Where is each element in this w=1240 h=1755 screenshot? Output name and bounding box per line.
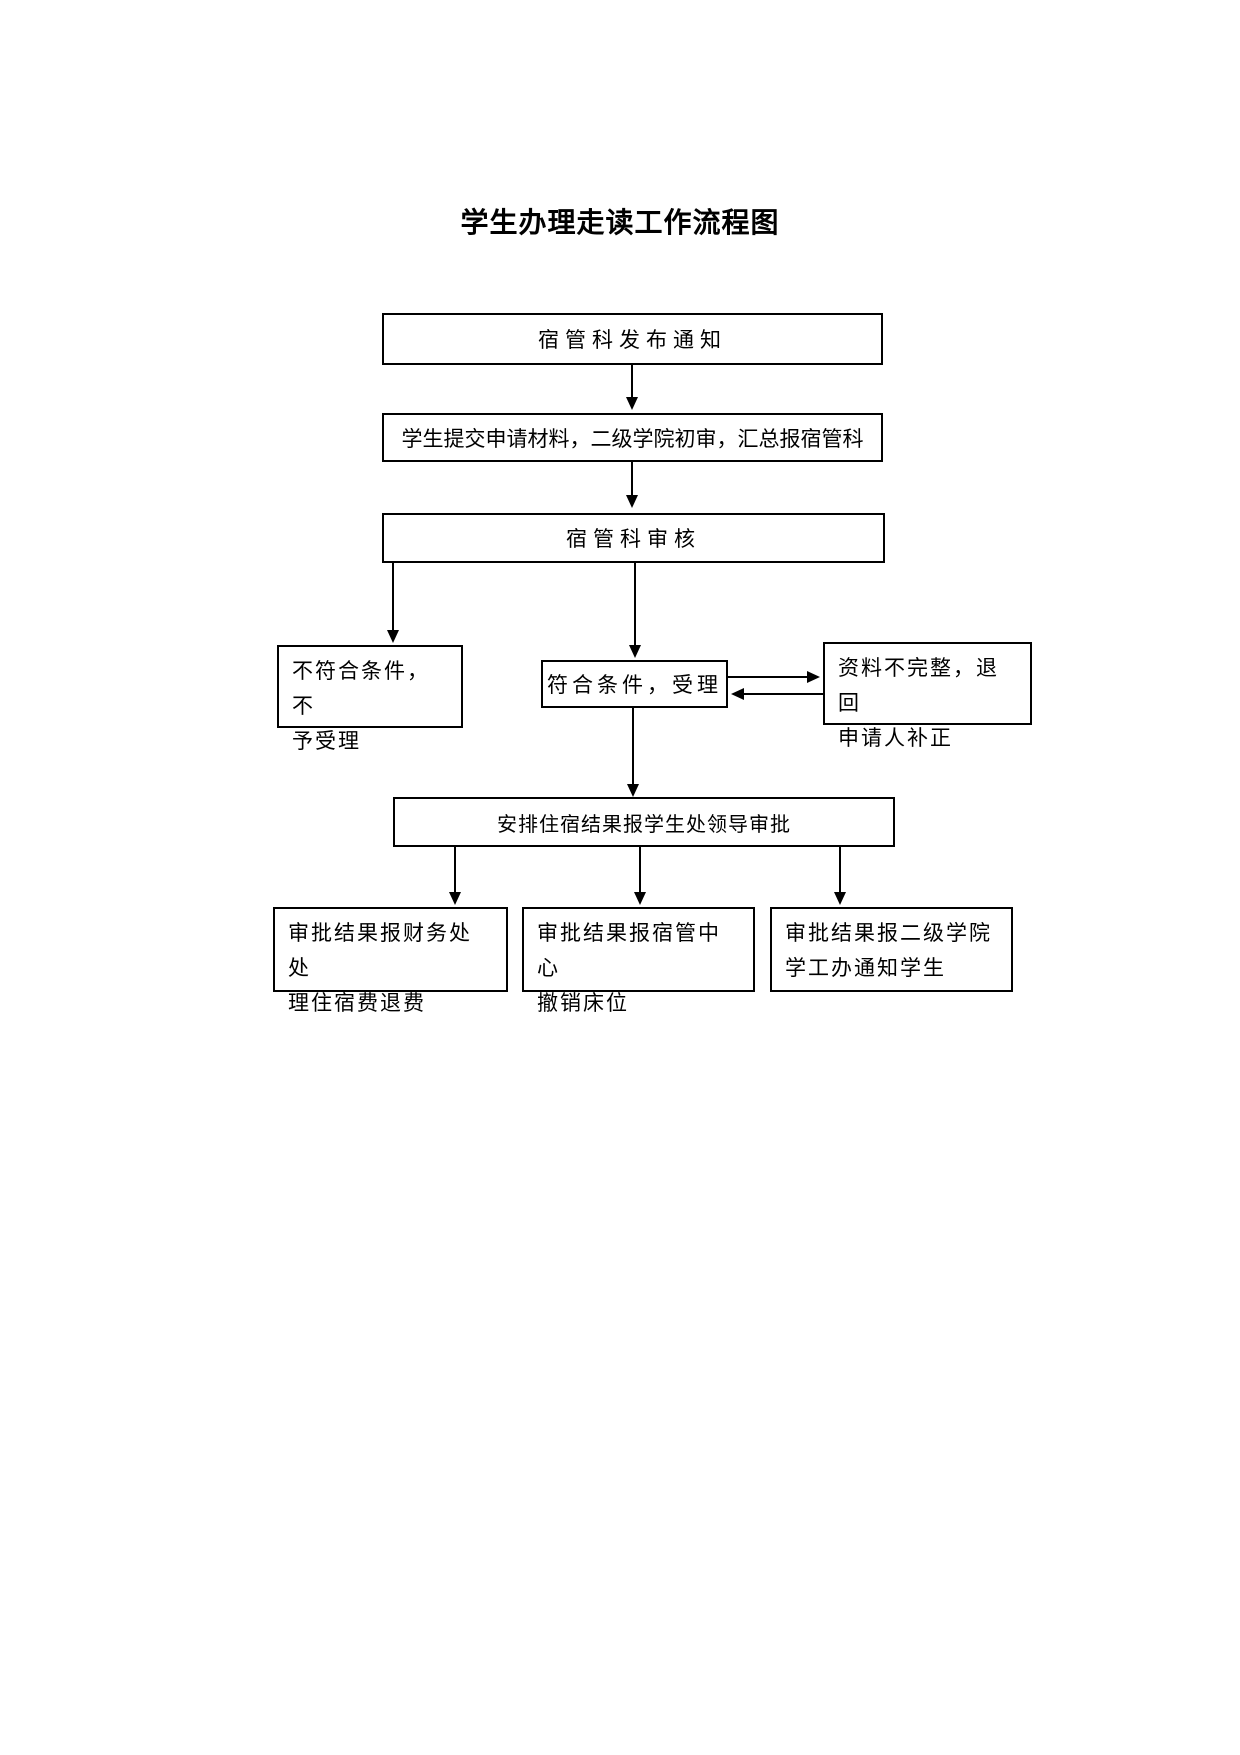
connector-notice-submit (631, 365, 633, 397)
flow-node-review: 宿管科审核 (382, 513, 885, 563)
node-text-line: 审批结果报二级学院 (785, 921, 992, 945)
connector-submit-review (631, 462, 633, 495)
node-text-line: 资料不完整，退回 (838, 656, 999, 715)
connector-review-reject (392, 563, 394, 630)
flow-node-college: 审批结果报二级学院 学工办通知学生 (770, 907, 1013, 992)
connector-approve-finance (454, 847, 456, 892)
arrowhead-down-icon (834, 892, 846, 905)
arrowhead-down-icon (626, 495, 638, 508)
flow-node-incomplete: 资料不完整，退回 申请人补正 (823, 642, 1032, 750)
arrowhead-down-icon (387, 630, 399, 643)
arrowhead-right-icon (807, 671, 820, 683)
connector-incomplete-accept (744, 693, 823, 695)
arrowhead-left-icon (731, 688, 744, 700)
connector-review-accept (634, 563, 636, 645)
connector-approve-dorm (639, 847, 641, 892)
node-text: 宿管科发布通知 (538, 328, 727, 352)
flow-node-finance: 审批结果报财务处处 理住宿费退费 (273, 907, 508, 1015)
arrowhead-down-icon (626, 397, 638, 410)
node-text-line: 审批结果报宿管中心 (537, 921, 721, 980)
node-text: 学生提交申请材料，二级学院初审，汇总报宿管科 (401, 426, 864, 451)
node-text-line: 申请人补正 (838, 726, 953, 750)
arrowhead-down-icon (449, 892, 461, 905)
arrowhead-down-icon (627, 784, 639, 797)
page-title: 学生办理走读工作流程图 (460, 207, 780, 238)
node-text-line: 学工办通知学生 (785, 956, 946, 980)
arrowhead-down-icon (634, 892, 646, 905)
node-text-line: 理住宿费退费 (288, 991, 426, 1015)
connector-approve-college (839, 847, 841, 892)
node-text-line: 不符合条件，不 (292, 659, 430, 718)
node-text: 安排住宿结果报学生处领导审批 (497, 813, 791, 836)
connector-accept-approve (632, 708, 634, 784)
flow-node-dorm: 审批结果报宿管中心 撤销床位 (522, 907, 755, 1015)
node-text: 符合条件，受理 (547, 673, 722, 697)
node-text: 宿管科审核 (566, 527, 701, 551)
node-text-line: 撤销床位 (537, 991, 629, 1015)
flow-node-reject: 不符合条件，不 予受理 (277, 645, 463, 753)
flow-node-submit: 学生提交申请材料，二级学院初审，汇总报宿管科 (382, 413, 883, 462)
node-text-line: 予受理 (292, 729, 361, 753)
node-text-line: 审批结果报财务处处 (288, 921, 472, 980)
arrowhead-down-icon (629, 645, 641, 658)
flow-node-notice: 宿管科发布通知 (382, 313, 883, 365)
connector-accept-incomplete (728, 676, 807, 678)
flow-node-accept: 符合条件，受理 (541, 660, 728, 708)
flow-node-approve: 安排住宿结果报学生处领导审批 (393, 797, 895, 847)
